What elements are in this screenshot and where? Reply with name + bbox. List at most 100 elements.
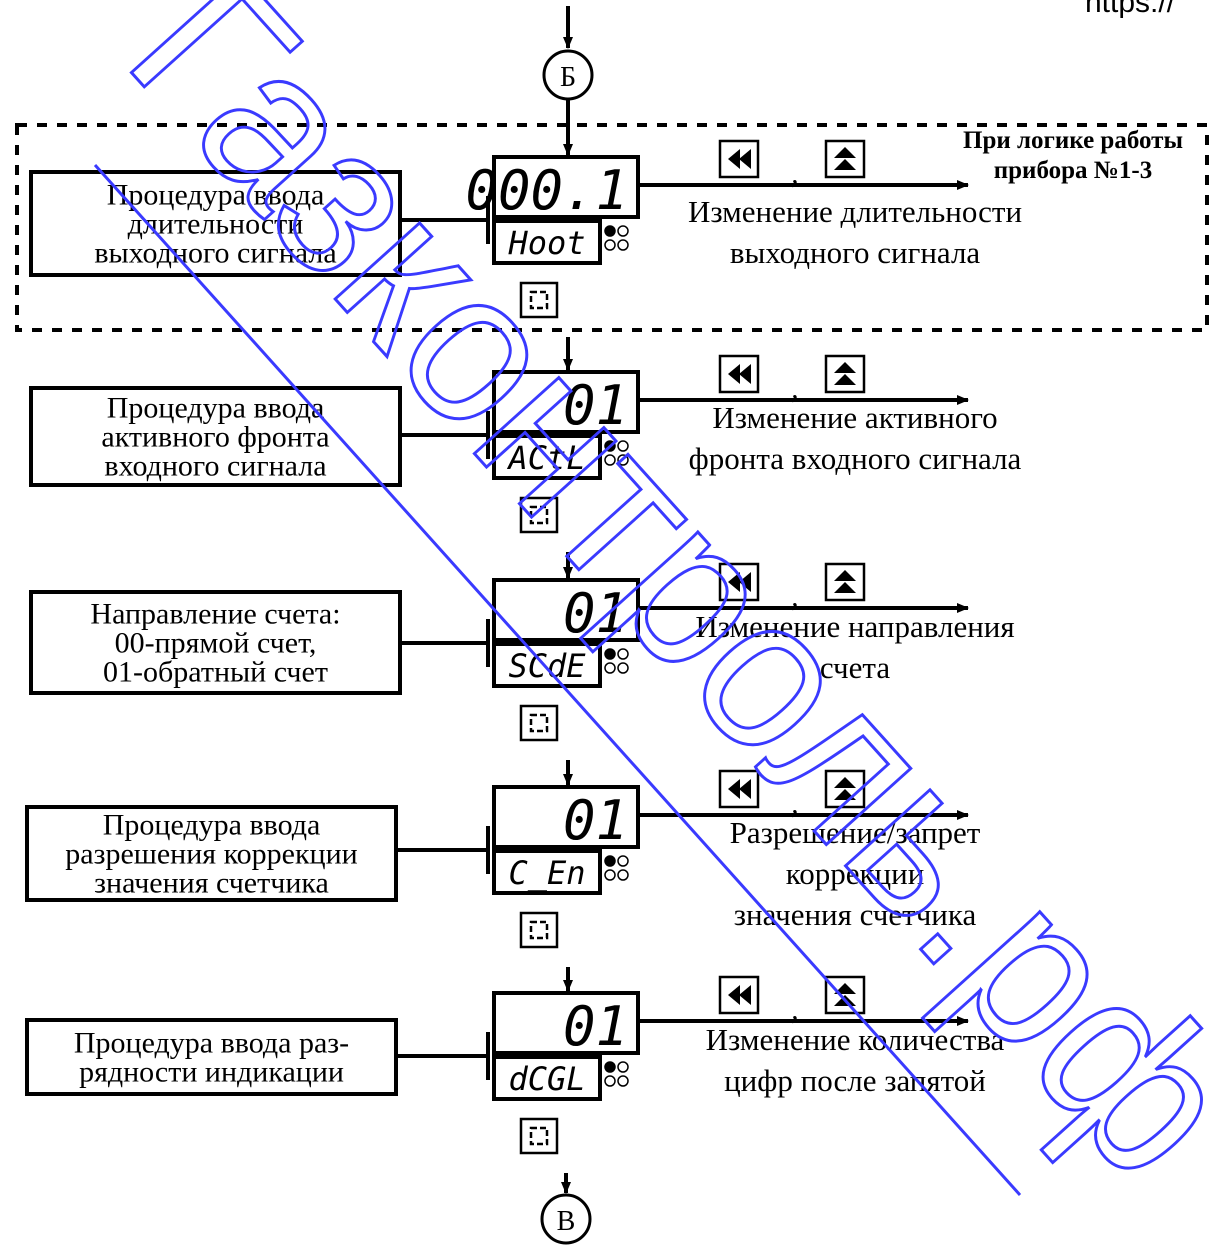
value-display [492, 991, 640, 1055]
cycle-button-frame [519, 1117, 559, 1155]
cycle-button-frame [519, 911, 559, 949]
indicator-led [604, 855, 616, 867]
action-description-line: Разрешение/запрет [730, 815, 981, 850]
value-display [492, 370, 640, 434]
value-display [492, 155, 640, 219]
button-separator: , [792, 789, 799, 820]
indicator-led [604, 440, 616, 452]
param-code-display [492, 219, 602, 265]
indicator-led [604, 1061, 616, 1073]
value-display-text: 01 [563, 789, 628, 852]
procedure-line: Направление счета: [90, 598, 340, 631]
action-description-line: Изменение количества [706, 1022, 1005, 1057]
procedure-line: 01-обратный счет [103, 656, 328, 689]
value-display-text: 01 [563, 995, 628, 1058]
connector-bottom-circle [540, 1193, 592, 1245]
action-description-line: коррекции [786, 856, 925, 891]
indicator-led [617, 1061, 629, 1073]
increment-icon [834, 570, 856, 593]
connector-bottom-label: В [557, 1206, 576, 1237]
procedure-box [25, 1018, 398, 1096]
value-display-text: 000.1 [465, 159, 628, 222]
region-label-line: прибора №1-3 [994, 157, 1152, 184]
action-description-line: выходного сигнала [730, 235, 981, 270]
procedure-box [25, 805, 398, 902]
cycle-icon [529, 505, 549, 525]
increment-icon [834, 983, 856, 1006]
indicator-led [604, 662, 616, 674]
cycle-icon [529, 1126, 549, 1146]
param-code-text: ACtL [506, 439, 585, 477]
indicator-led [617, 648, 629, 660]
param-code-display [492, 434, 602, 480]
rewind-button-frame [718, 139, 760, 179]
button-separator: , [792, 582, 799, 613]
increment-icon [834, 777, 856, 800]
rewind-icon [728, 779, 751, 799]
value-display-text: 01 [563, 582, 628, 645]
rewind-icon [728, 364, 751, 384]
indicator-led [604, 1075, 616, 1087]
indicator-led [617, 239, 629, 251]
value-display-text: 01 [563, 374, 628, 437]
procedure-line: разрешения коррекции [65, 838, 357, 871]
param-code-display [492, 1055, 602, 1101]
indicator-led [604, 225, 616, 237]
action-description-line: Изменение направления [695, 609, 1014, 644]
cycle-button-frame [519, 496, 559, 534]
cycle-icon [529, 290, 549, 310]
rewind-button-frame [718, 562, 760, 602]
procedure-line: Процедура ввода раз- [74, 1027, 349, 1060]
cycle-icon [529, 713, 549, 733]
rewind-icon [728, 149, 751, 169]
button-separator: , [792, 995, 799, 1026]
indicator-led [617, 440, 629, 452]
action-description-line: Изменение активного [712, 400, 997, 435]
action-description-line: счета [820, 650, 890, 685]
param-code-text: C_En [508, 854, 585, 892]
procedure-line: Процедура ввода [103, 809, 321, 842]
indicator-led [617, 454, 629, 466]
cycle-icon [529, 920, 549, 940]
button-separator: , [792, 374, 799, 405]
increment-icon [834, 147, 856, 170]
cycle-button-frame [519, 281, 559, 319]
procedure-line: значения счетчика [94, 867, 329, 900]
dashed-region-label: При логике работы прибора №1-3 [963, 127, 1183, 184]
param-code-display [492, 849, 602, 895]
increment-icon [834, 362, 856, 385]
indicator-led [604, 454, 616, 466]
indicator-led [617, 869, 629, 881]
indicator-led [617, 662, 629, 674]
cycle-button-frame [519, 704, 559, 742]
param-code-text: dCGL [508, 1060, 585, 1098]
corner-url-text: https:// [1085, 0, 1176, 19]
procedure-line: 00-прямой счет, [115, 627, 317, 660]
procedure-box [29, 170, 402, 277]
indicator-led [617, 225, 629, 237]
procedure-line: рядности индикации [79, 1056, 344, 1089]
procedure-line: входного сигнала [104, 450, 326, 483]
indicator-led [617, 855, 629, 867]
rewind-icon [728, 572, 751, 592]
procedure-line: Процедура ввода [107, 179, 325, 212]
watermark-underline [93, 163, 1022, 1197]
param-code-display [492, 642, 602, 688]
procedure-line: активного фронта [101, 421, 329, 454]
indicator-led [604, 239, 616, 251]
param-code-text: Hoot [507, 224, 585, 262]
action-description-line: цифр после запятой [724, 1063, 986, 1098]
indicator-led [617, 1075, 629, 1087]
indicator-led [604, 648, 616, 660]
region-label-line: При логике работы [963, 127, 1183, 154]
button-separator: , [792, 159, 799, 190]
action-description-line: значения счетчика [734, 897, 977, 932]
param-code-text: SCdE [508, 647, 586, 685]
